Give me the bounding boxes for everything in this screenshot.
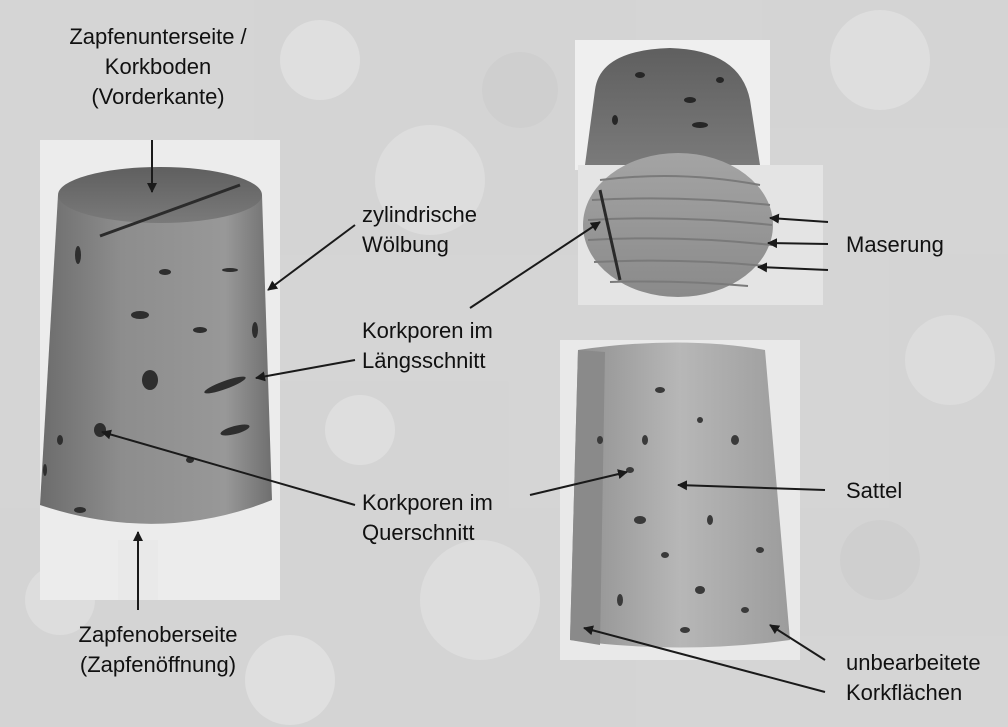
label-zapfenoberseite: Zapfenoberseite (Zapfenöffnung) [38, 620, 278, 680]
label-unbearbeitet-line2: Korkflächen [846, 678, 981, 708]
label-zylindrisch-line1: zylindrische [362, 200, 477, 230]
label-zylindrisch-line2: Wölbung [362, 230, 477, 260]
label-laengsschnitt-line2: Längsschnitt [362, 346, 493, 376]
label-unbearbeitet-line1: unbearbeitete [846, 648, 981, 678]
label-sattel: Sattel [846, 476, 902, 506]
label-zapfenunterseite: Zapfenunterseite / Korkboden (Vorderkant… [38, 22, 278, 112]
label-maserung-line1: Maserung [846, 230, 944, 260]
label-querschnitt-line1: Korkporen im [362, 488, 493, 518]
label-zapfenunterseite-line3: (Vorderkante) [38, 82, 278, 112]
label-unbearbeitete-korkflaechen: unbearbeitete Korkflächen [846, 648, 981, 708]
label-zapfenoberseite-line1: Zapfenoberseite [38, 620, 278, 650]
label-zapfenoberseite-line2: (Zapfenöffnung) [38, 650, 278, 680]
label-querschnitt-line2: Querschnitt [362, 518, 493, 548]
label-maserung: Maserung [846, 230, 944, 260]
label-sattel-line1: Sattel [846, 476, 902, 506]
label-zapfenunterseite-line2: Korkboden [38, 52, 278, 82]
label-korkporen-querschnitt: Korkporen im Querschnitt [362, 488, 493, 548]
arrow-maserung-2 [768, 243, 828, 244]
label-korkporen-laengsschnitt: Korkporen im Längsschnitt [362, 316, 493, 376]
label-laengsschnitt-line1: Korkporen im [362, 316, 493, 346]
bottom-right-cork [560, 340, 800, 660]
label-zylindrische-woelbung: zylindrische Wölbung [362, 200, 477, 260]
label-zapfenunterseite-line1: Zapfenunterseite / [38, 22, 278, 52]
